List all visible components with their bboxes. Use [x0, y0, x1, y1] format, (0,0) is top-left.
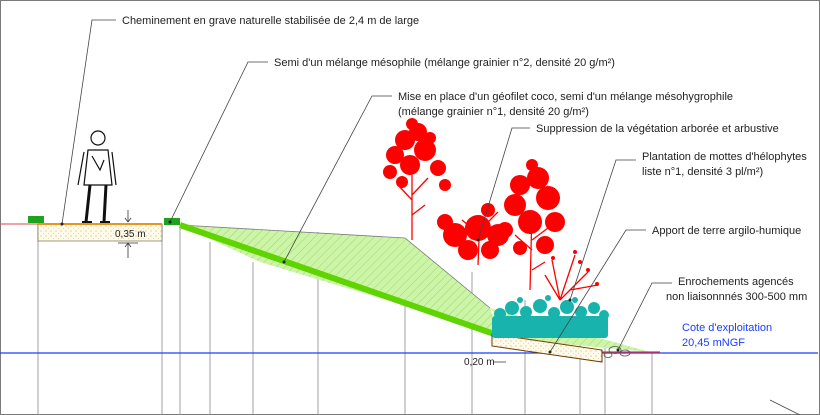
grass-strip-left	[28, 216, 44, 223]
leader-dots	[60, 220, 620, 354]
tree-canopies	[383, 118, 599, 286]
vertical-gridlines	[37, 225, 653, 415]
label-mesophile-seed: Semi d'un mélange mésophile (mélange gra…	[274, 57, 615, 69]
label-geofilet-line1: Mise en place d'un géofilet coco, semi d…	[398, 91, 733, 103]
dimension-label-soil: 0,20 m	[464, 357, 495, 368]
person-figure	[77, 130, 117, 223]
label-water-level-line1: Cote d'exploitation	[682, 322, 772, 334]
label-path-surface: Cheminement en grave naturelle stabilisé…	[122, 15, 419, 27]
label-riprap-line1: Enrochements agencés	[678, 276, 794, 288]
label-riprap-line2: non liaisonnnés 300-500 mm	[666, 291, 807, 303]
grass-strip-right	[164, 218, 180, 225]
clay-soil-layer	[491, 333, 603, 363]
label-clay-soil: Apport de terre argilo-humique	[652, 225, 801, 237]
dimension-0-35	[118, 210, 138, 258]
label-vegetation-removal: Suppression de la végétation arborée et …	[536, 123, 779, 135]
label-water-level-line2: 20,45 mNGF	[682, 337, 745, 349]
label-helophytes-line2: liste n°1, densité 3 pl/m²)	[642, 166, 763, 178]
dimension-label-path: 0,35 m	[115, 229, 146, 240]
label-geofilet-line2: (mélange grainier n°1, densité 20 g/m²)	[398, 106, 589, 118]
label-helophytes-line1: Plantation de mottes d'hélophytes	[642, 151, 807, 163]
riprap	[603, 346, 631, 358]
leader-lines	[61, 19, 801, 415]
path-layer	[28, 216, 180, 242]
helophyte-plants	[492, 295, 609, 338]
